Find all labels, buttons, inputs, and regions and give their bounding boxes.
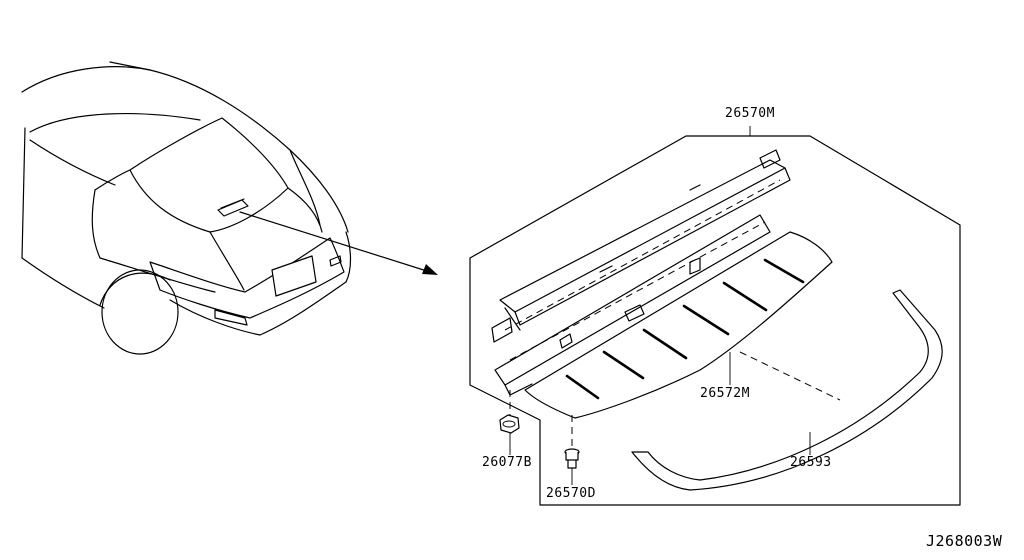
pointer-arrow [239,211,438,275]
exploded-view-frame [469,135,961,506]
part-label-lens-cover: 26572M [700,386,750,401]
part-label-screw: 26570D [546,486,596,501]
car-rear-illustration [21,61,352,355]
diagram-code: J268003W [926,532,1003,550]
nut-part [499,390,520,455]
part-label-frame-assembly: 26570M [725,106,775,121]
part-label-nut: 26077B [482,455,532,470]
leader-lines [729,126,841,455]
part-label-seal-gasket: 26593 [790,455,832,470]
seal-gasket-part [631,289,943,491]
lens-cover-part [524,231,833,419]
frame-assembly-part [491,149,791,396]
screw-part [564,415,580,485]
